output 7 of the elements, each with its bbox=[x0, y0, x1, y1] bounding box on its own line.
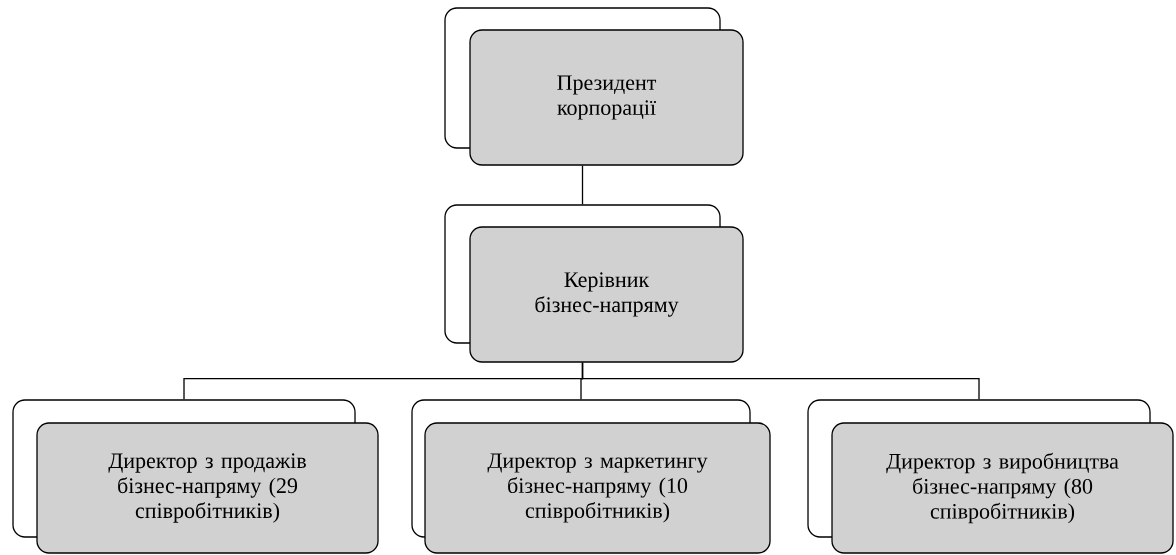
stacked-box: Керівник бізнес-напряму bbox=[444, 204, 744, 363]
stacked-box: Директор з продажів бізнес-напряму (29 співробітників) bbox=[12, 399, 379, 554]
connector-line bbox=[581, 362, 980, 400]
connector-line bbox=[581, 165, 584, 205]
stacked-box: Президент корпорації bbox=[444, 7, 744, 166]
stacked-box: Директор з виробництва бізнес-напряму (80 співробітників) bbox=[807, 399, 1174, 554]
stacked-box: Директор з маркетингу бізнес-напряму (10 співробітників) bbox=[411, 399, 771, 554]
